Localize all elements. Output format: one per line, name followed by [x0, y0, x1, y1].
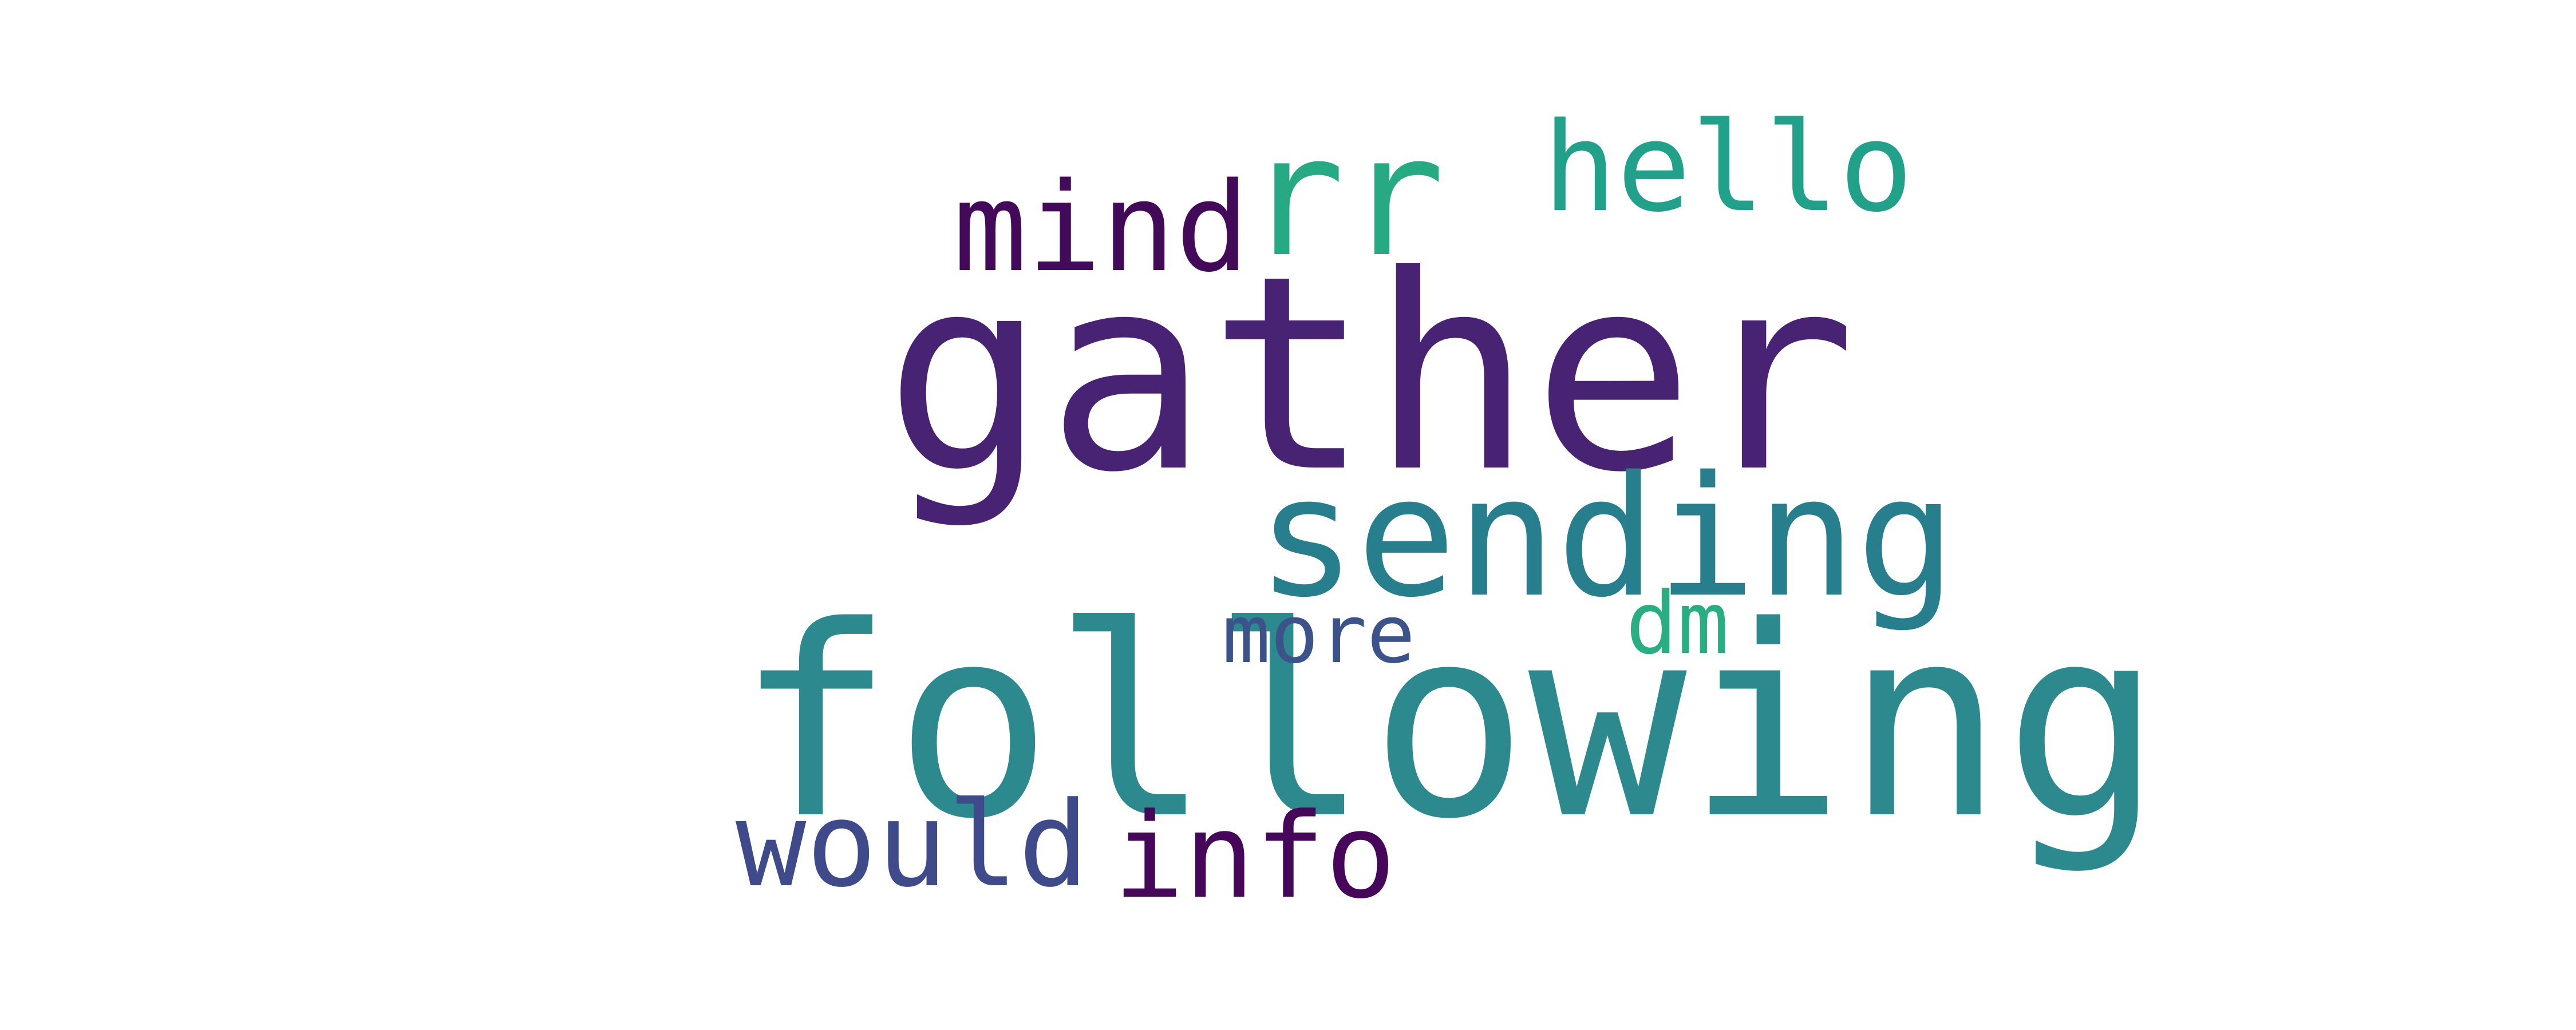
- word-would: would: [736, 777, 1089, 913]
- word-hello: hello: [1543, 96, 1914, 239]
- word-info: info: [1113, 789, 1396, 925]
- word-following: following: [736, 571, 2163, 877]
- word-rr: rr: [1245, 101, 1445, 294]
- word-gather: gather: [884, 218, 1856, 531]
- word-sending: sending: [1257, 441, 1957, 634]
- word-more: more: [1222, 588, 1416, 682]
- word-dm: dm: [1626, 574, 1729, 674]
- word-mind: mind: [953, 156, 1250, 299]
